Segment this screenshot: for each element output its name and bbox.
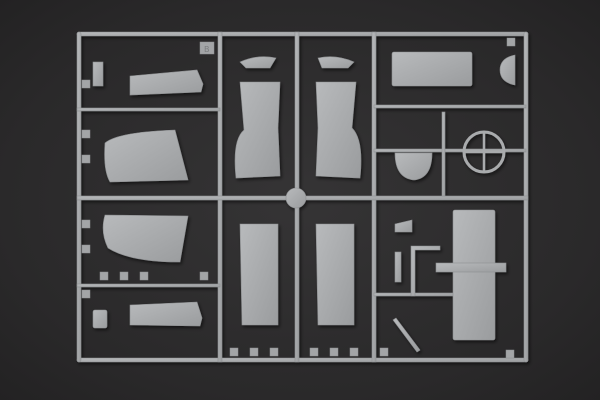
part-small-a <box>394 251 402 283</box>
part-fairing-right <box>317 56 355 69</box>
part-pipe <box>410 245 441 297</box>
part-small-b <box>92 309 108 329</box>
part-fuselage-right-lower <box>315 223 355 326</box>
part-fuselage-left-upper <box>234 81 281 179</box>
part-fairing-left <box>239 56 277 69</box>
part-fin-upper <box>104 129 189 183</box>
svg-text:B: B <box>204 45 210 54</box>
part-small-bracket <box>394 219 413 233</box>
sprue-hub <box>285 187 307 209</box>
part-instrument-panel <box>394 152 433 181</box>
part-tailplane-upper <box>129 69 204 96</box>
part-small-c <box>92 61 104 87</box>
part-cockpit-tub <box>391 51 473 87</box>
part-strut <box>392 317 421 353</box>
part-fin-lower <box>102 214 189 263</box>
part-fuselage-left-lower <box>239 223 279 326</box>
part-floor <box>452 209 496 341</box>
part-tailplane-lower <box>129 301 203 327</box>
part-dome <box>499 54 516 86</box>
part-fuselage-right-upper <box>315 81 362 179</box>
